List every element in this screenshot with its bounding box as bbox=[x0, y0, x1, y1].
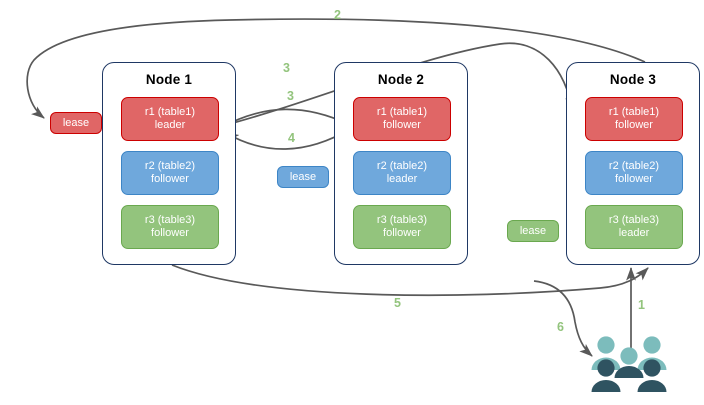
replica-name: r1 (table1) bbox=[376, 105, 428, 118]
replica-name: r1 (table1) bbox=[608, 105, 660, 118]
replica-n1-r1[interactable]: r1 (table1) leader bbox=[121, 97, 219, 141]
replica-name: r3 (table3) bbox=[608, 213, 660, 226]
edge-step-5 bbox=[171, 264, 649, 297]
replica-n3-r3[interactable]: r3 (table3) leader bbox=[585, 205, 683, 249]
replica-name: r1 (table1) bbox=[144, 105, 196, 118]
replica-role: leader bbox=[154, 119, 186, 131]
step-label-1: 1 bbox=[638, 298, 645, 312]
step-label-3a: 3 bbox=[283, 61, 290, 75]
replica-role: follower bbox=[383, 227, 421, 239]
node-node2[interactable]: Node 2 r1 (table1) follower r2 (table2) … bbox=[334, 62, 468, 265]
node-title: Node 2 bbox=[377, 72, 425, 87]
step-label-6: 6 bbox=[557, 320, 564, 334]
step-label-5: 5 bbox=[394, 296, 401, 310]
edge-step-6 bbox=[533, 280, 593, 357]
node-node1[interactable]: Node 1 r1 (table1) leader r2 (table2) fo… bbox=[102, 62, 236, 265]
edge-step-3-to-node2 bbox=[221, 108, 349, 128]
replica-name: r2 (table2) bbox=[144, 159, 196, 172]
replica-role: leader bbox=[618, 227, 650, 239]
replica-name: r2 (table2) bbox=[608, 159, 660, 172]
replica-role: follower bbox=[615, 119, 653, 131]
replica-n2-r1[interactable]: r1 (table1) follower bbox=[353, 97, 451, 141]
step-label-2: 2 bbox=[334, 8, 341, 22]
lease-token-green[interactable]: lease bbox=[507, 220, 559, 242]
replica-role: leader bbox=[386, 173, 418, 185]
replica-n1-r2[interactable]: r2 (table2) follower bbox=[121, 151, 219, 195]
replica-name: r3 (table3) bbox=[376, 213, 428, 226]
replica-name: r3 (table3) bbox=[144, 213, 196, 226]
people-group-icon bbox=[591, 336, 667, 392]
replica-n2-r2[interactable]: r2 (table2) leader bbox=[353, 151, 451, 195]
replica-n3-r1[interactable]: r1 (table1) follower bbox=[585, 97, 683, 141]
replica-role: follower bbox=[615, 173, 653, 185]
node-title: Node 1 bbox=[145, 72, 193, 87]
replica-name: r2 (table2) bbox=[376, 159, 428, 172]
step-label-3b: 3 bbox=[287, 89, 294, 103]
node-node3[interactable]: Node 3 r1 (table1) follower r2 (table2) … bbox=[566, 62, 700, 265]
lease-token-red[interactable]: lease bbox=[50, 112, 102, 134]
replica-n2-r3[interactable]: r3 (table3) follower bbox=[353, 205, 451, 249]
edge-step-3-to-node3 bbox=[221, 42, 576, 127]
replica-role: follower bbox=[151, 227, 189, 239]
replica-role: follower bbox=[151, 173, 189, 185]
lease-token-blue[interactable]: lease bbox=[277, 166, 329, 188]
replica-n1-r3[interactable]: r3 (table3) follower bbox=[121, 205, 219, 249]
step-label-4: 4 bbox=[288, 131, 295, 145]
replica-role: follower bbox=[383, 119, 421, 131]
node-title: Node 3 bbox=[609, 72, 657, 87]
edge-step-2 bbox=[26, 18, 646, 119]
replica-n3-r2[interactable]: r2 (table2) follower bbox=[585, 151, 683, 195]
